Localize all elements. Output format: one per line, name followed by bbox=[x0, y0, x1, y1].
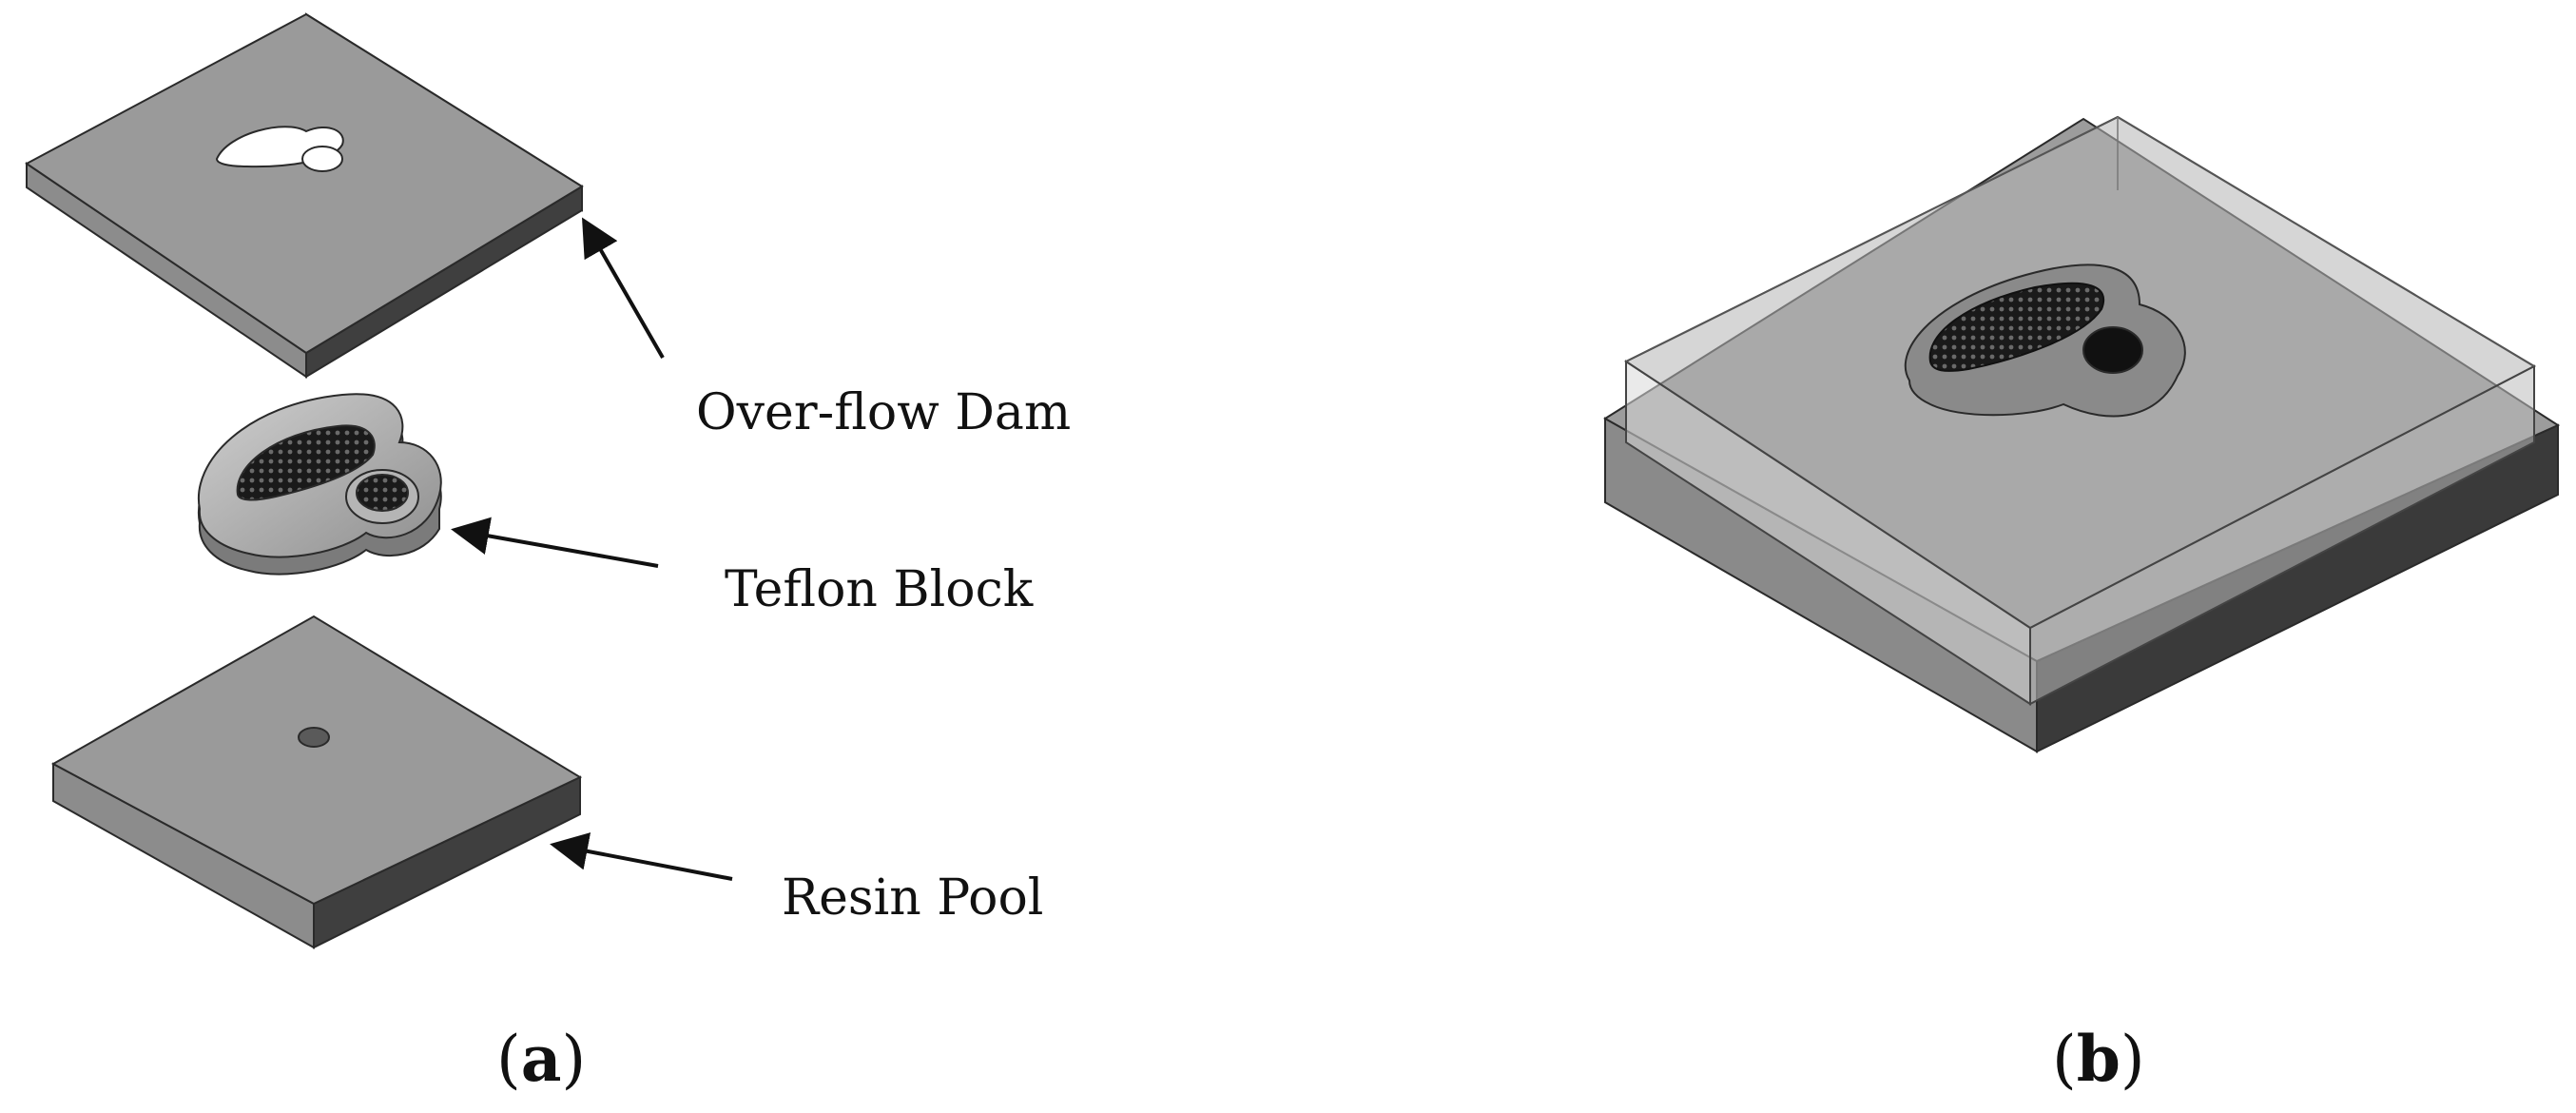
over-flow-dam-plate bbox=[25, 12, 584, 379]
caption-a-letter: a bbox=[520, 1022, 562, 1096]
arrow-resin-pool bbox=[550, 832, 733, 881]
label-teflon-block: Teflon Block bbox=[725, 561, 1034, 618]
resin-pool-plate bbox=[50, 615, 583, 949]
teflon-round-cavity bbox=[356, 474, 409, 512]
label-resin-pool: Resin Pool bbox=[782, 869, 1044, 927]
teflon-block bbox=[197, 393, 442, 576]
assembled-round-cavity bbox=[2082, 326, 2143, 374]
label-over-flow-dam: Over-flow Dam bbox=[696, 384, 1072, 441]
arrow-teflon-block bbox=[451, 517, 659, 568]
resin-pool-hole bbox=[298, 727, 330, 748]
exploded-view bbox=[25, 12, 733, 949]
assembled-mesh-cavity bbox=[1928, 282, 2105, 372]
arrow-over-flow-dam bbox=[582, 217, 665, 359]
caption-b: (b) bbox=[2052, 1022, 2145, 1096]
teflon-mesh-cavity bbox=[236, 424, 376, 501]
assembled-view bbox=[1603, 115, 2561, 753]
caption-b-letter: b bbox=[2076, 1022, 2121, 1096]
dam-cutout-hole bbox=[301, 146, 343, 172]
caption-a: (a) bbox=[496, 1022, 587, 1096]
